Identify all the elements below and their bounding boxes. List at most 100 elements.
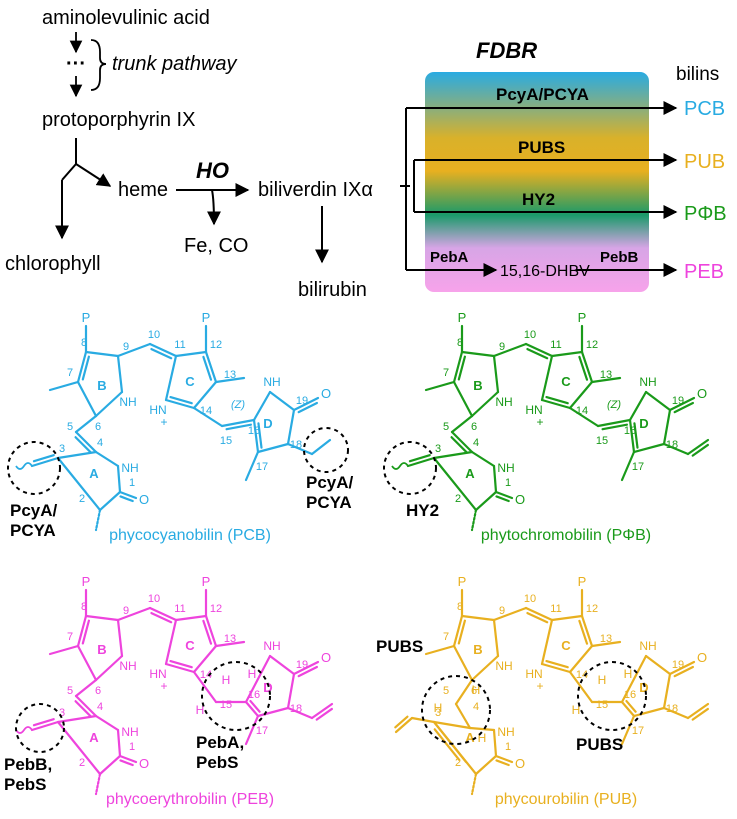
atom-p-8: P — [458, 574, 467, 589]
methyl-13 — [590, 376, 622, 384]
atom-num-17: 17 — [632, 725, 644, 737]
bond-bn-b6 — [94, 654, 124, 682]
carbonyl-19-2 — [673, 401, 695, 414]
atom-hn-c: HN — [525, 403, 542, 417]
carbonyl-19 — [668, 660, 696, 676]
bond-c11-c12 — [174, 614, 208, 622]
atom-num-14: 14 — [576, 405, 588, 417]
circle-a-site — [383, 441, 437, 495]
ring-b: B — [97, 642, 106, 657]
bond-b7-b8 — [76, 350, 88, 384]
bond-c14-cn — [164, 662, 196, 674]
atom-num-9: 9 — [123, 605, 129, 617]
bond-c12-c13-2 — [202, 619, 213, 645]
bond-b6-b7 — [452, 644, 474, 682]
ethyl-18b — [310, 438, 332, 456]
methyl-13 — [590, 640, 622, 648]
atom-num-18: 18 — [666, 439, 678, 451]
bond-5-4-2 — [74, 436, 92, 454]
bond-5-4 — [74, 694, 98, 718]
bond-a3-a4 — [432, 450, 474, 460]
atom-h16: H — [624, 667, 633, 681]
ring-d: D — [639, 416, 648, 431]
atom-nh-d: NH — [639, 375, 656, 389]
circle-a-site — [7, 441, 61, 495]
bond-6-5 — [454, 678, 474, 706]
atom-p-12: P — [578, 310, 587, 325]
atom-num-10: 10 — [148, 593, 160, 605]
atom-num-13: 13 — [224, 369, 236, 381]
atom-nh-b: NH — [119, 395, 136, 409]
bond-c14-cn — [164, 398, 196, 410]
bond-5-4-2 — [74, 700, 92, 718]
bond-d19-d18 — [662, 672, 672, 710]
bond-d18-d17 — [256, 706, 290, 718]
atom-num-10: 10 — [524, 329, 536, 341]
bond-b7-b8-2 — [457, 619, 467, 645]
atom-num-1: 1 — [505, 477, 511, 489]
atom-h15b: H — [598, 673, 607, 687]
bond-9-10 — [116, 606, 152, 622]
atom-plus-c: + — [160, 679, 167, 693]
bond-c12-c13 — [204, 350, 218, 384]
atom-h5a: H — [434, 701, 443, 715]
atom-num-13: 13 — [600, 633, 612, 645]
bond-10-11-2 — [526, 611, 549, 624]
atom-p-12: P — [578, 574, 587, 589]
carbonyl-19 — [292, 396, 320, 412]
ring-b: B — [473, 642, 482, 657]
vinyl-3b-2 — [394, 715, 409, 729]
bond-d16-dn — [628, 390, 648, 422]
bond-b8-b9 — [460, 350, 496, 358]
fe-co-label: Fe, CO — [184, 235, 248, 257]
atom-num-11: 11 — [550, 339, 561, 351]
methyl-17 — [244, 450, 260, 482]
ring-a: A — [465, 730, 475, 745]
atom-num-13: 13 — [600, 369, 612, 381]
atom-num-1: 1 — [505, 741, 511, 753]
methyl-13 — [214, 640, 246, 648]
bond-b6-b7 — [452, 380, 474, 418]
bond-10-11 — [148, 342, 178, 358]
bond-d18-d17 — [632, 706, 666, 718]
ho-label: HO — [196, 158, 229, 183]
bond-c12-c13-2 — [578, 355, 589, 381]
ring-d: D — [263, 416, 272, 431]
trunk-brace — [90, 39, 107, 91]
enzyme-label-d-0: PcyA/ — [306, 473, 354, 492]
vinyl-18b — [686, 438, 710, 456]
dhbv-label: 15,16-DHBV — [500, 263, 590, 280]
atom-hn-c: HN — [149, 667, 166, 681]
ethylidene-3 — [30, 456, 60, 468]
bond-d17-d16-2 — [625, 699, 637, 713]
bond-b9-bn — [116, 354, 124, 394]
atom-num-3: 3 — [59, 707, 65, 719]
bond-a1-a2 — [98, 490, 122, 512]
protoporphyrin-label: protoporphyrin IX — [42, 109, 195, 131]
atom-num-8: 8 — [457, 601, 463, 613]
bond-bn-b6 — [470, 390, 500, 418]
bond-10-11 — [524, 606, 554, 622]
methyl-17 — [620, 450, 636, 482]
methyl-7 — [48, 644, 80, 656]
bond-d16-dn — [244, 654, 272, 704]
label-z: (Z) — [607, 399, 621, 411]
atom-num-10: 10 — [148, 329, 160, 341]
atom-nh-d: NH — [263, 639, 280, 653]
bilirubin-label: bilirubin — [298, 279, 367, 301]
bond-dn-d19 — [268, 390, 296, 412]
atom-num-13: 13 — [224, 633, 236, 645]
ring-a: A — [89, 466, 99, 481]
atom-nh-d: NH — [263, 375, 280, 389]
product-pub: PUB — [684, 151, 725, 173]
bond-c12-c13 — [580, 614, 594, 648]
chlorophyll-label: chlorophyll — [5, 253, 101, 275]
molecule-name: phycocyanobilin (PCB) — [109, 527, 271, 544]
bond-a1-a2 — [474, 490, 498, 512]
atom-h15a: H — [196, 703, 205, 717]
dots-label: ··· — [66, 53, 86, 75]
atom-o-19: O — [697, 650, 707, 665]
atom-num-14: 14 — [200, 669, 212, 681]
bond-a1-a2 — [98, 754, 122, 776]
atom-nh-d: NH — [639, 639, 656, 653]
